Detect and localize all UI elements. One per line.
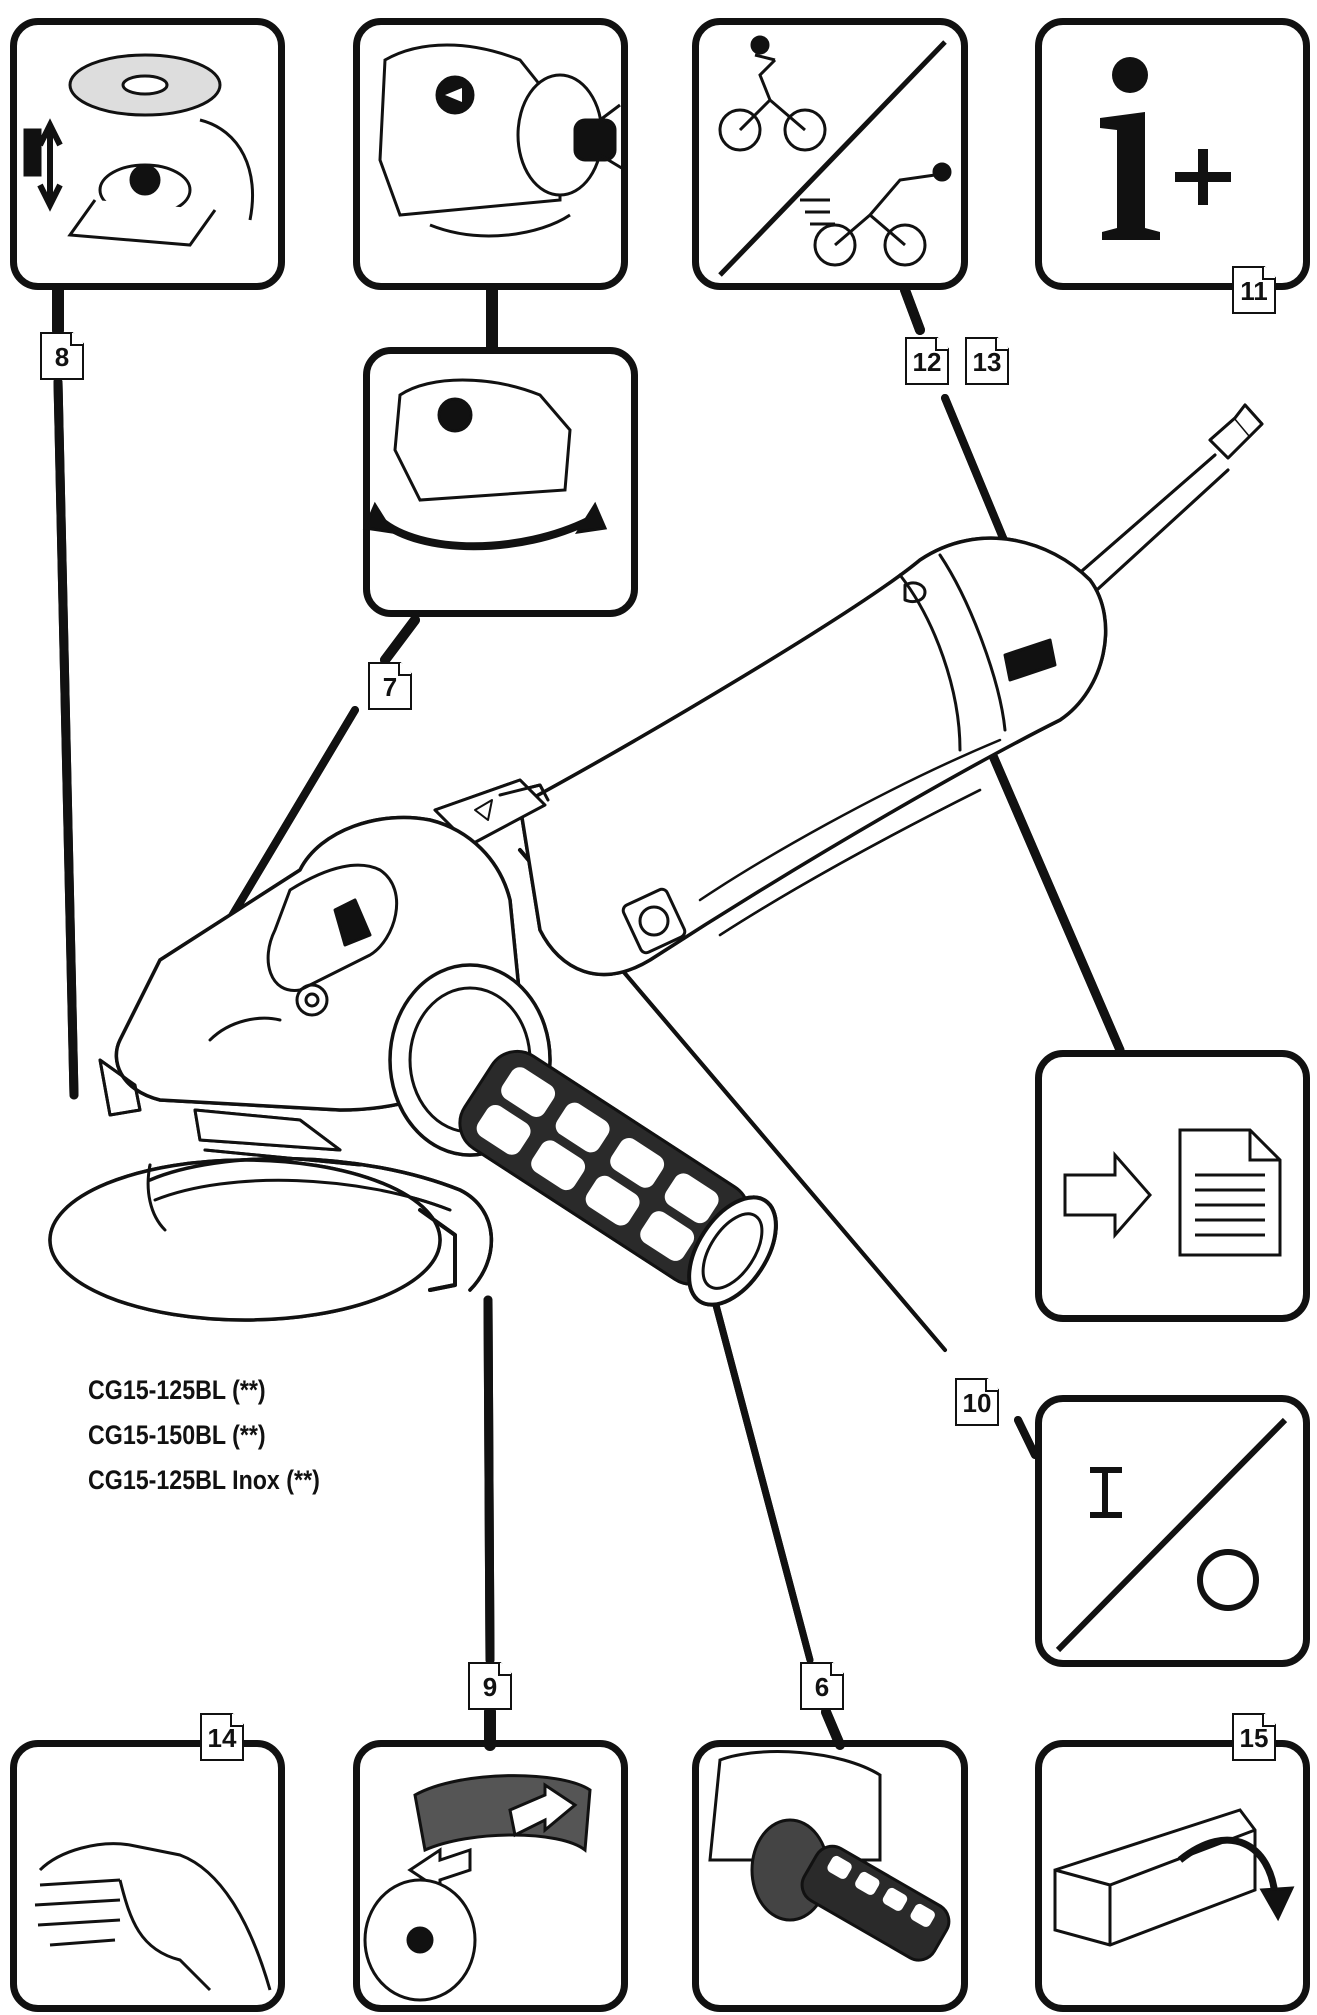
callout-8: 8 (40, 332, 84, 380)
callout-14: 14 (200, 1713, 244, 1761)
model-list: CG15-125BL (**) CG15-150BL (**) CG15-125… (88, 1368, 320, 1503)
model-name: CG15-125BL Inox (**) (88, 1465, 320, 1495)
panel-side-handle (692, 1740, 968, 2012)
callout-13: 13 (965, 337, 1009, 385)
panel-packaging (1035, 1740, 1310, 2012)
callout-11: 11 (1232, 266, 1276, 314)
panel-hand (10, 1740, 285, 2012)
callout-7: 7 (368, 662, 412, 710)
callout-9: 9 (468, 1662, 512, 1710)
callout-10: 10 (955, 1378, 999, 1426)
callout-15: 15 (1232, 1713, 1276, 1761)
panel-document (1035, 1050, 1310, 1322)
panel-on-off (1035, 1395, 1310, 1667)
panel-cyclists (692, 18, 968, 290)
callout-6: 6 (800, 1662, 844, 1710)
panel-info (1035, 18, 1310, 290)
panel-guard-slide (353, 1740, 628, 2012)
panel-guard-rotation (363, 347, 638, 617)
panel-disc-mounting (10, 18, 285, 290)
panel-gear-head (353, 18, 628, 290)
model-name: CG15-125BL (**) (88, 1375, 266, 1405)
callout-12: 12 (905, 337, 949, 385)
model-name: CG15-150BL (**) (88, 1420, 266, 1450)
